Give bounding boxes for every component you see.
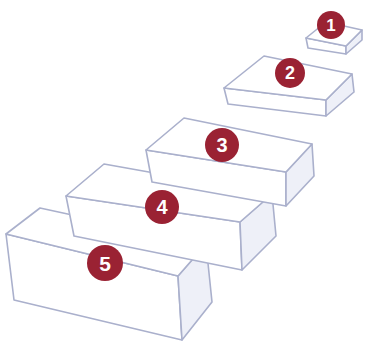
callout-number: 1 [326,17,335,34]
callout-number: 2 [285,64,295,82]
circle-fill [205,128,239,162]
callout-number: 3 [216,135,227,155]
callout-circle: 2 [275,58,305,88]
callout-circle: 1 [317,11,345,39]
circle-fill [87,245,123,281]
circle-fill [145,190,179,224]
circle-fill [275,58,305,88]
callout-circle: 4 [145,190,179,224]
callout-number: 5 [99,253,111,274]
callout-circle: 3 [205,128,239,162]
step-block [224,56,354,116]
callout-number: 4 [156,197,167,217]
circle-fill [317,11,345,39]
callout-circle: 5 [87,245,123,281]
